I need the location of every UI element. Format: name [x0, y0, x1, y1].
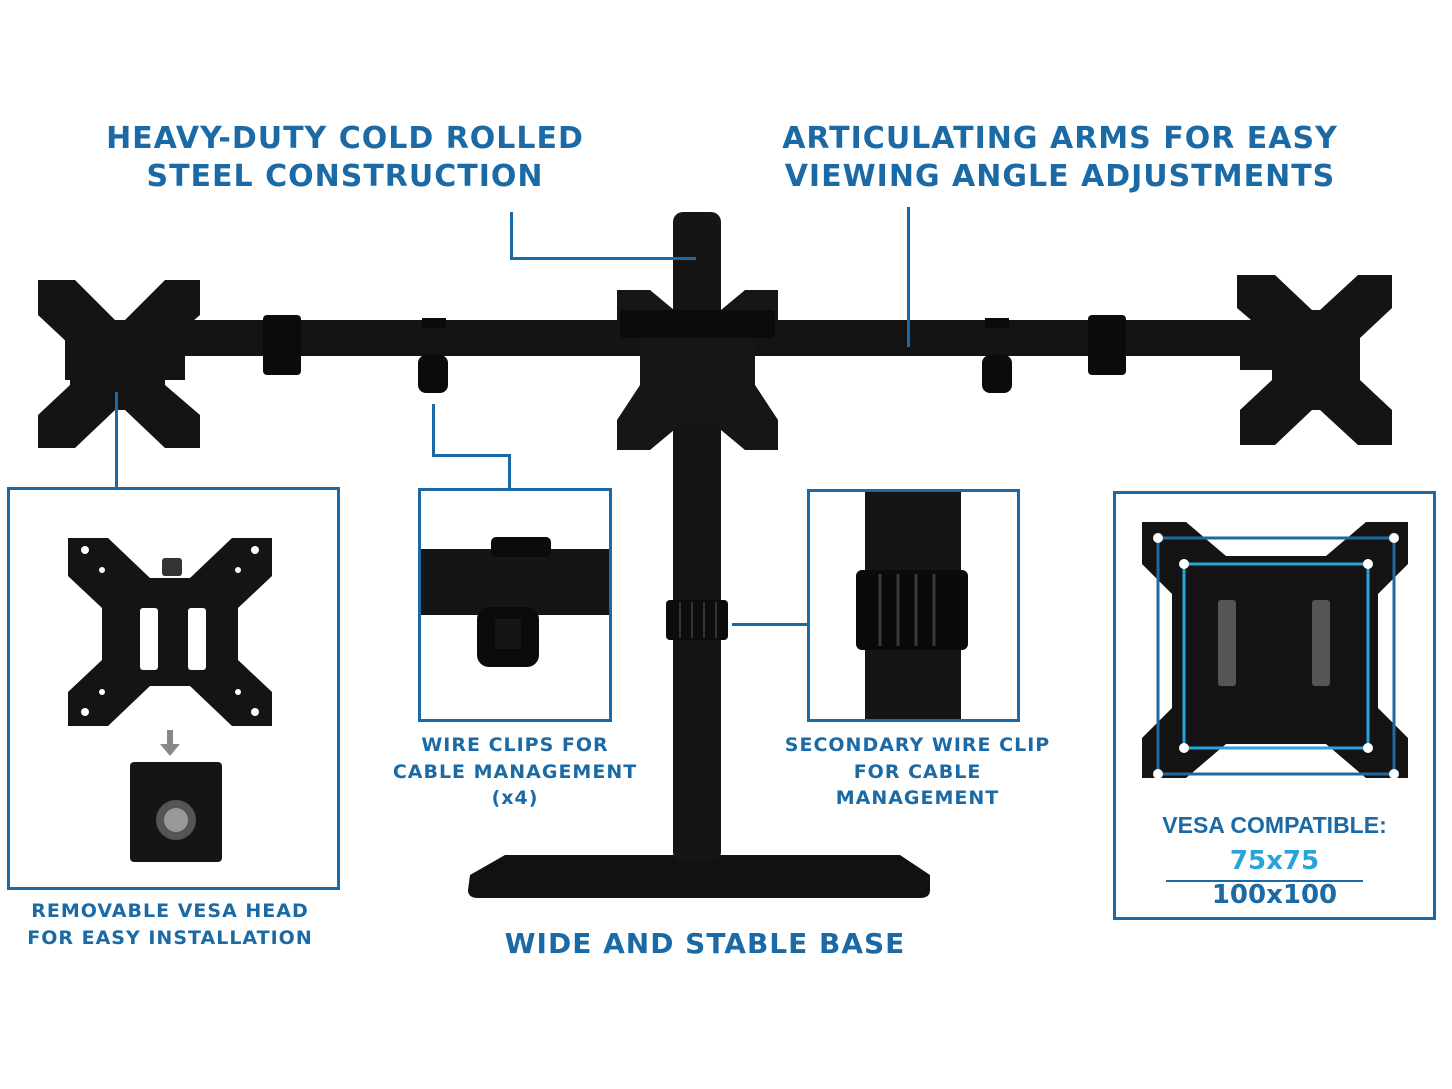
label-secondary-clip: SECONDARY WIRE CLIP FOR CABLE MANAGEMENT [770, 732, 1065, 812]
leader-steel-h [510, 257, 696, 260]
leader-wire-clips [432, 404, 435, 456]
label-articulating-arms: ARTICULATING ARMS FOR EASY VIEWING ANGLE… [780, 120, 1340, 195]
vesa-divider [1166, 880, 1363, 882]
label-line: REMOVABLE VESA HEAD [31, 900, 309, 922]
stand-pole [673, 212, 721, 862]
label-line: WIRE CLIPS FOR [421, 734, 609, 756]
label-line: ARTICULATING ARMS FOR EASY [782, 121, 1338, 156]
label-stable-base: WIDE AND STABLE BASE [504, 927, 906, 960]
vesa-plate-right [1237, 275, 1392, 445]
label-line: SECONDARY WIRE CLIP [784, 734, 1051, 756]
vesa-head-illustration [68, 538, 272, 862]
label-steel-construction: HEAVY-DUTY COLD ROLLED STEEL CONSTRUCTIO… [95, 120, 595, 195]
label-line: (x4) [491, 787, 539, 810]
label-wire-clips: WIRE CLIPS FOR CABLE MANAGEMENT (x4) [380, 732, 650, 812]
arm-clip-2 [982, 355, 1012, 393]
detail-box-secondary-clip [807, 489, 1020, 722]
label-line: FOR EASY INSTALLATION [27, 926, 313, 949]
detail-box-vesa-compatible: VESA COMPATIBLE: 75x75 100x100 [1113, 491, 1436, 920]
arm-clip-1 [418, 355, 448, 393]
pole-clip-illustration [856, 492, 968, 719]
vesa-pattern-illustration [1142, 522, 1408, 779]
vesa-size-large: 100x100 [1211, 880, 1338, 910]
detail-box-vesa-head [7, 487, 340, 890]
leader-steel [510, 212, 513, 260]
label-line: STEEL CONSTRUCTION [146, 158, 544, 194]
label-line: FOR CABLE MANAGEMENT [835, 760, 1000, 810]
vesa-size-small: 75x75 [1229, 846, 1320, 876]
leader-wire-clips-v [508, 454, 511, 490]
label-removable-vesa-head: REMOVABLE VESA HEAD FOR EASY INSTALLATIO… [20, 898, 320, 951]
arm-joint-left [263, 315, 301, 375]
leader-secondary-clip [732, 623, 810, 626]
label-line: CABLE MANAGEMENT [392, 760, 638, 783]
pole-wire-clip [666, 600, 728, 640]
vesa-plate-left [38, 280, 200, 448]
leader-vesa-head [115, 392, 118, 488]
leader-arms [907, 207, 910, 347]
stand-base [468, 855, 930, 898]
label-line: HEAVY-DUTY COLD ROLLED [106, 121, 584, 156]
arm-joint-right [1088, 315, 1126, 375]
wire-clip-illustration [421, 537, 609, 667]
leader-wire-clips-h [432, 454, 510, 457]
vesa-title: VESA COMPATIBLE: [1162, 812, 1387, 838]
label-line: VIEWING ANGLE ADJUSTMENTS [784, 158, 1336, 194]
detail-box-wire-clips [418, 488, 612, 722]
